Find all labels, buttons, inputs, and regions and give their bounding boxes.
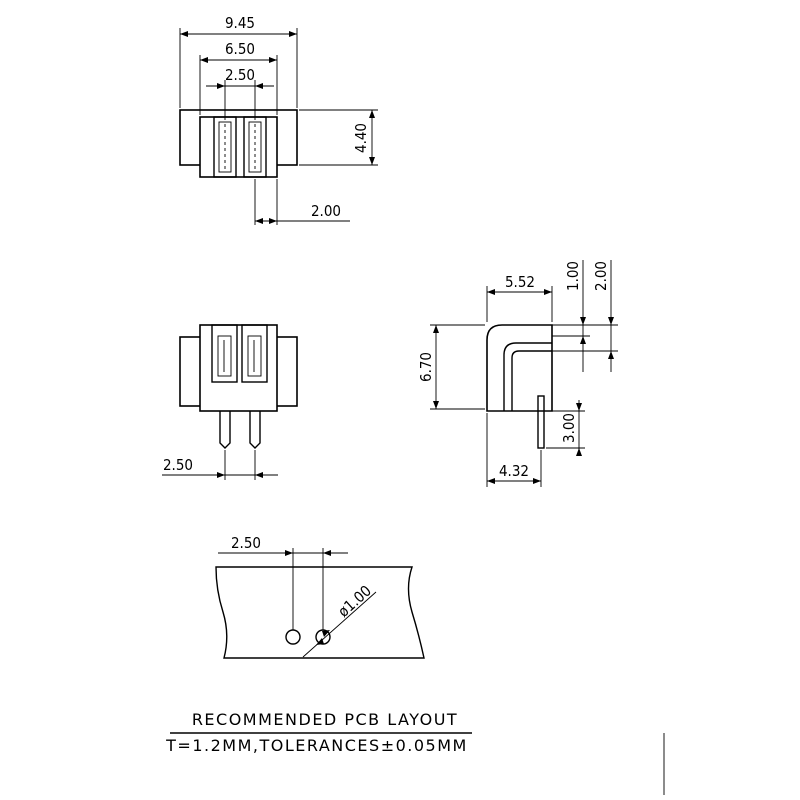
dim-side-height: 6.70 (417, 352, 435, 382)
dim-offset: 2.00 (311, 202, 341, 220)
top-view-contact-right (248, 121, 262, 173)
dim-inner-width: 6.50 (225, 40, 255, 58)
front-view-pin-right (249, 411, 261, 449)
dim-pin-length: 3.00 (560, 413, 578, 443)
top-view-inner-frame (199, 116, 278, 178)
side-view: 5.52 1.00 2.00 6.70 3.00 4.32 (417, 260, 618, 487)
side-view-pin (537, 395, 545, 449)
side-view-housing (486, 324, 553, 412)
dim-side-width: 5.52 (505, 273, 535, 291)
dim-overall-width: 9.45 (225, 14, 255, 32)
front-view-contact-right (247, 335, 262, 377)
dim-base-width: 4.32 (499, 462, 529, 480)
side-view-contact-bend (503, 342, 552, 411)
pcb-layout-title: RECOMMENDED PCB LAYOUT (192, 710, 458, 729)
pcb-board (215, 566, 425, 659)
front-view-contact-left (217, 335, 232, 377)
dim-side-top-b: 2.00 (592, 261, 610, 291)
front-view-slot-left (211, 324, 238, 383)
top-view: 9.45 6.50 2.50 4.40 2.00 (179, 14, 378, 225)
dim-pcb-pitch: 2.50 (231, 534, 261, 552)
top-view-contact-left (218, 121, 232, 173)
side-view-contact-inner (511, 350, 552, 411)
dim-hole-diameter: ø1.00 (334, 582, 375, 621)
pcb-layout-note: T=1.2MM,TOLERANCES±0.05MM (165, 736, 468, 755)
dim-depth: 4.40 (352, 123, 370, 153)
front-view-pin-left (219, 411, 231, 449)
dim-pitch-front: 2.50 (163, 456, 193, 474)
front-view-slot-right (241, 324, 268, 383)
pcb-layout: 2.50 ø1.00 RECOMMENDED PCB LAYOUT T=1.2M… (165, 534, 472, 755)
dim-pitch-top: 2.50 (225, 66, 255, 84)
front-view-inner-frame (199, 324, 278, 412)
front-view: 2.50 (162, 324, 298, 480)
dim-side-top-a: 1.00 (564, 261, 582, 291)
pcb-hole-left (285, 629, 301, 645)
